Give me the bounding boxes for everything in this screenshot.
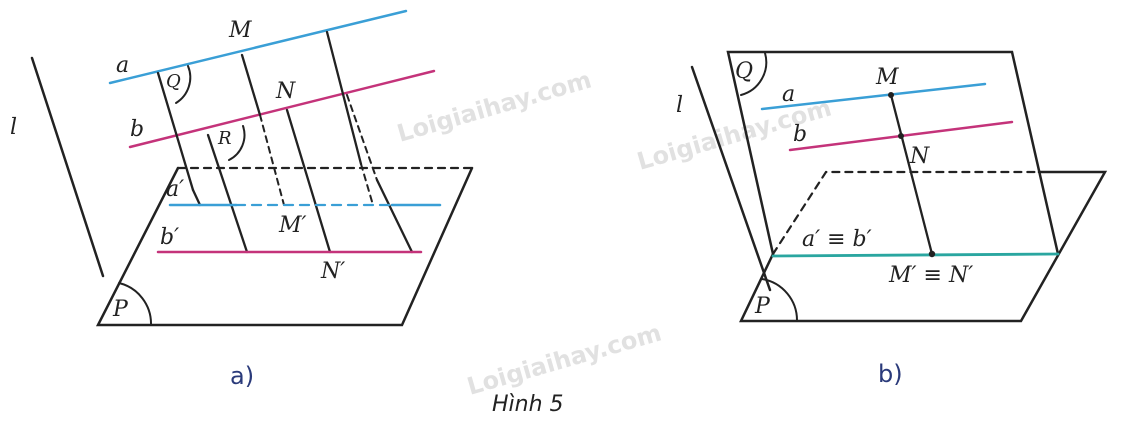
label-a-prime: a′ — [166, 177, 184, 202]
angle-arc-q-a — [175, 65, 192, 104]
plane-r-left-edge — [206, 133, 249, 254]
label-n-prime: N′ — [320, 259, 345, 284]
line-a-eq-b — [771, 252, 1060, 258]
label-q-b: Q — [735, 59, 753, 84]
label-n-b: N — [909, 144, 930, 169]
plane-r-right-edge-hidden — [346, 94, 378, 181]
label-a-b: a — [782, 82, 795, 107]
line-a — [108, 9, 408, 85]
angle-arc-p-b — [761, 278, 799, 322]
label-m-prime: M′ — [278, 213, 307, 238]
point-n — [898, 133, 904, 139]
plane-p-a — [95, 166, 474, 327]
plane-q-left-edge-low — [191, 188, 202, 207]
label-b-b: b — [793, 122, 807, 147]
watermark-1: Loigiaihay.com — [394, 66, 595, 148]
angle-arc-q-b — [740, 52, 768, 96]
line-a-b — [760, 82, 987, 111]
figure-b: l Q a b M N a′ ≡ b′ M′ ≡ N′ P b) — [676, 50, 1108, 388]
line-l-b — [690, 65, 772, 292]
sub-label-b: b) — [878, 360, 903, 388]
point-m-eq-n-prime — [928, 250, 936, 258]
label-a: a — [116, 53, 129, 78]
label-b-prime: b′ — [160, 225, 179, 250]
label-m: M — [228, 18, 252, 43]
plane-p-b — [739, 170, 1108, 323]
label-l-a: l — [10, 115, 17, 140]
plane-p-b-hidden-edges — [771, 170, 1041, 256]
figure-caption: Hình 5 — [492, 392, 564, 417]
proj-line-m-upper — [240, 53, 262, 117]
point-m — [888, 92, 894, 98]
plane-q-right-edge-hidden — [360, 163, 374, 206]
sub-label-a: a) — [230, 362, 254, 390]
label-r: R — [217, 128, 232, 149]
label-m-b: M — [875, 65, 899, 90]
label-q-a: Q — [166, 71, 181, 92]
line-b — [128, 69, 436, 149]
watermark-3: Loigiaihay.com — [464, 319, 665, 401]
proj-line-n — [285, 108, 332, 254]
label-b: b — [130, 117, 144, 142]
proj-line-mn — [889, 93, 934, 256]
plane-r-right-edge — [375, 178, 414, 254]
figure-a: l a b M N Q R a′ b′ M′ N′ P a) — [10, 9, 474, 390]
angle-arc-r-a — [228, 125, 246, 161]
proj-line-m-hidden — [259, 114, 285, 206]
angle-arc-p-a — [118, 282, 153, 326]
label-p-a: P — [112, 297, 129, 322]
label-m-eq-n: M′ ≡ N′ — [888, 263, 973, 288]
label-l-b: l — [676, 93, 683, 118]
plane-q-right-edge — [325, 30, 363, 166]
label-p-b: P — [754, 294, 771, 319]
plane-q-b — [726, 50, 1060, 256]
label-a-eq-b: a′ ≡ b′ — [802, 227, 872, 252]
label-n: N — [275, 79, 296, 104]
line-l-a — [30, 56, 105, 278]
plane-q-left-edge — [156, 71, 195, 192]
